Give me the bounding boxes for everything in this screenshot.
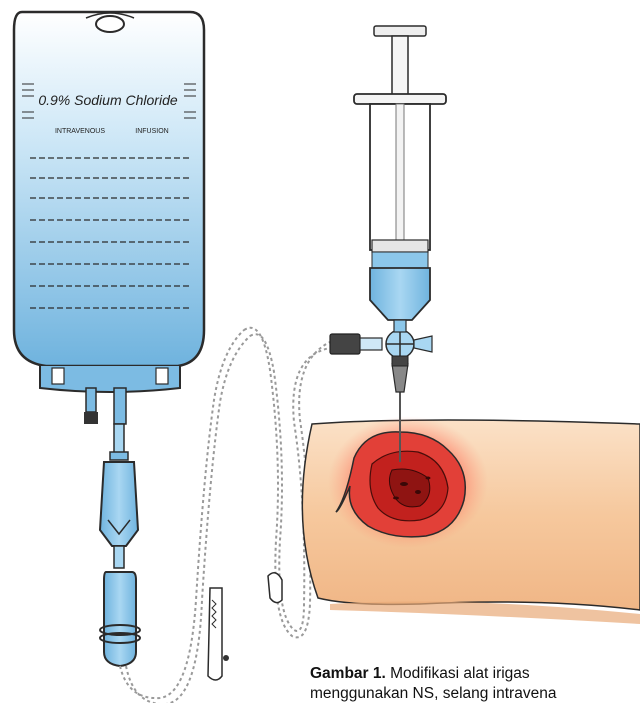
- caption-line-2: menggunakan NS, selang intravena: [310, 684, 640, 704]
- syringe-icon: [354, 26, 446, 332]
- bag-subtitle-left: INTRAVENOUS: [55, 128, 105, 135]
- drip-chamber-icon: [100, 424, 138, 666]
- slide-clamp-icon: [208, 573, 282, 680]
- figure-caption: Gambar 1. Modifikasi alat irigas menggun…: [310, 664, 640, 704]
- caption-label: Gambar 1.: [310, 665, 386, 682]
- caption-line-1: Gambar 1. Modifikasi alat irigas: [310, 664, 640, 684]
- wound-icon: [328, 416, 488, 548]
- bag-subtitle-right: INFUSION: [135, 128, 168, 135]
- iv-bag-icon: 0.9% Sodium Chloride INTRAVENOUS INFUSIO…: [14, 12, 204, 424]
- three-way-stopcock-icon: [330, 330, 432, 366]
- caption-text-1: Modifikasi alat irigas: [386, 665, 530, 682]
- bag-title: 0.9% Sodium Chloride: [38, 92, 178, 108]
